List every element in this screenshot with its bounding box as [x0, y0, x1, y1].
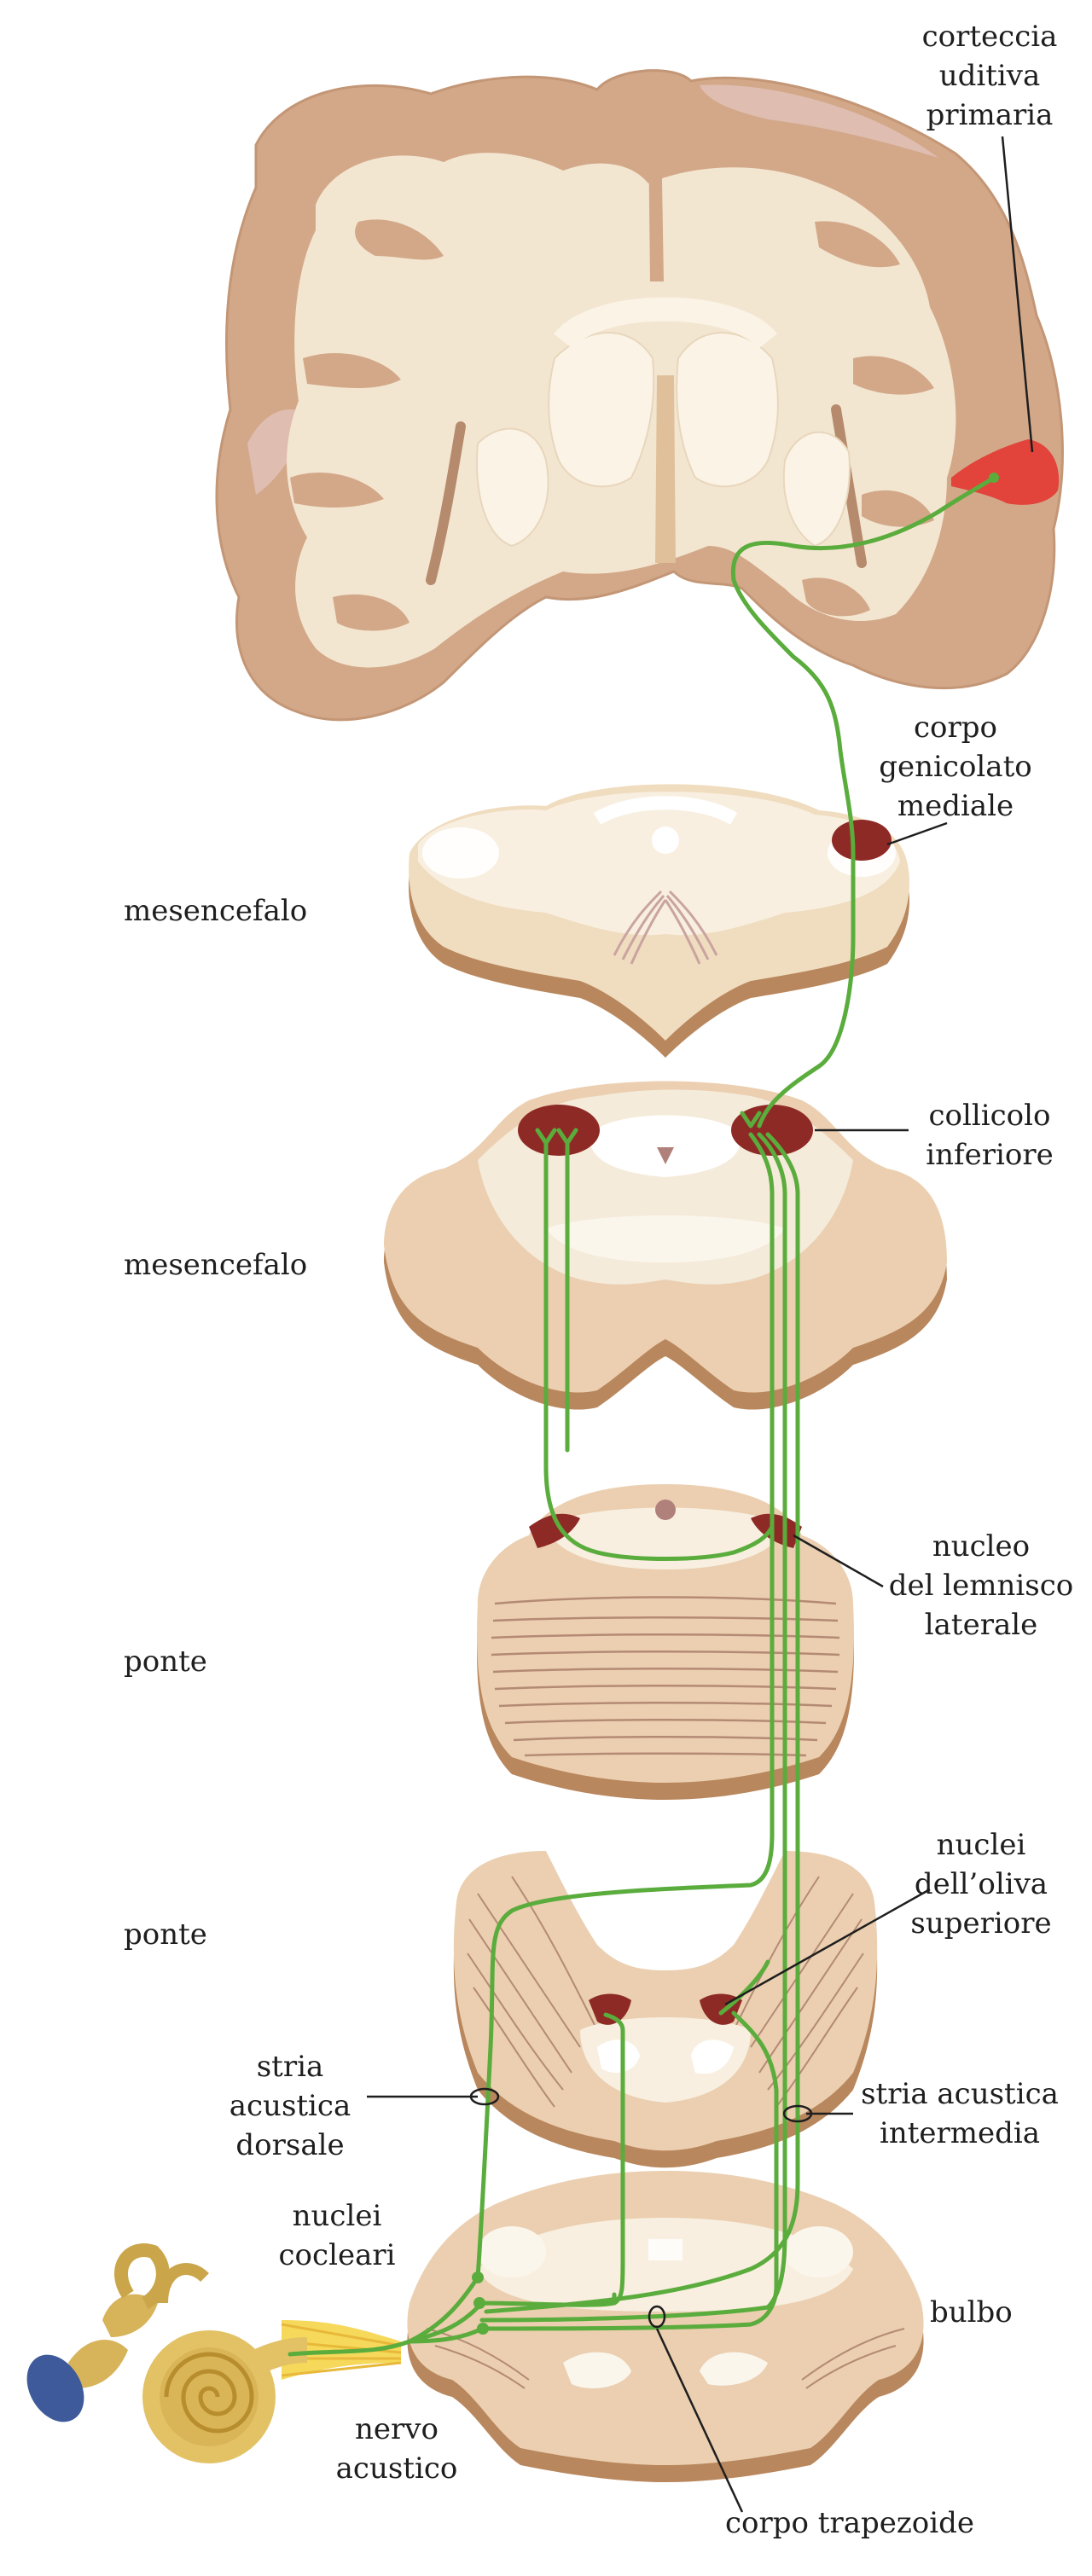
leader-lines [367, 136, 1034, 2513]
label-pons-upper: ponte [124, 1645, 207, 1679]
medial-geniculate-body [832, 820, 892, 861]
lateral-lemniscus-nucleus-left [529, 1513, 580, 1548]
pons-slice-lower [453, 1851, 878, 2168]
auditory-pathway-fibers [288, 475, 996, 2357]
lateral-lemniscus-nucleus-right [751, 1513, 802, 1548]
label-medulla: bulbo [930, 2295, 1013, 2329]
label-midbrain-upper: mesencefalo [124, 894, 308, 928]
midbrain-slice-upper [409, 784, 909, 1058]
label-pons-lower: ponte [124, 1917, 207, 1952]
cochlear-nuclei-synapses [472, 473, 999, 2335]
label-midbrain-lower: mesencefalo [124, 1248, 308, 1282]
brain-coronal-section [215, 69, 1064, 722]
inferior-colliculus-right [731, 1105, 813, 1156]
label-trapezoid-body: corpo trapezoide [725, 2506, 975, 2540]
superior-olive-left [589, 1993, 631, 2025]
